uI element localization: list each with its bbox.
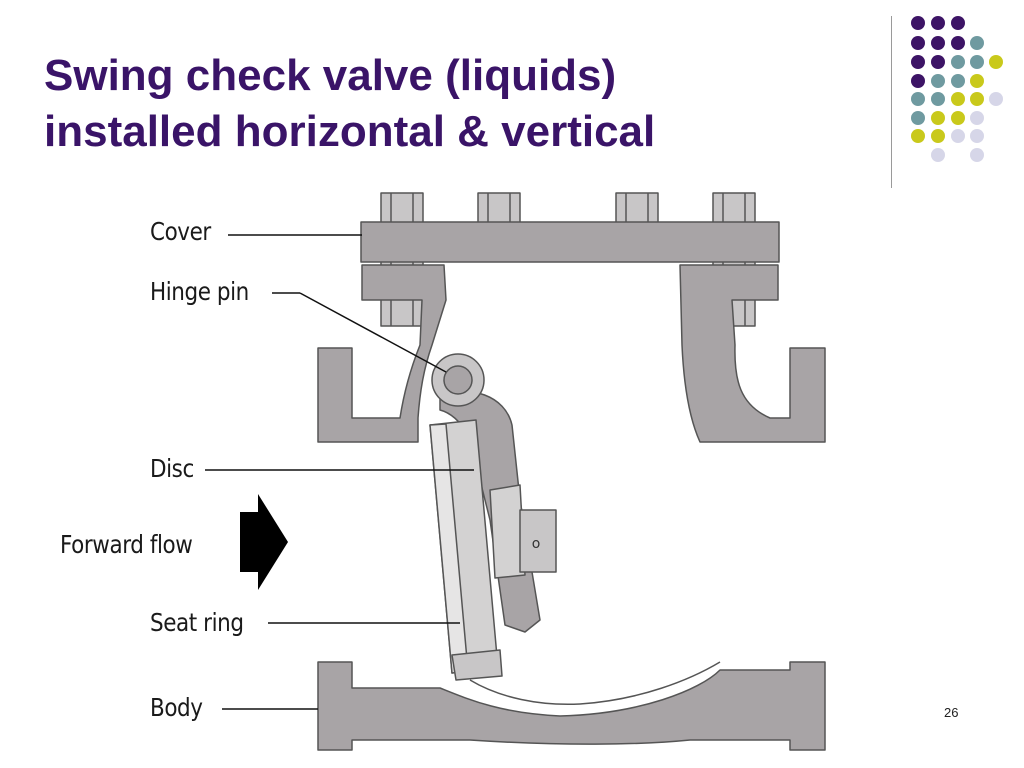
slide-title: Swing check valve (liquids) installed ho… xyxy=(44,48,655,160)
label-forward-flow: Forward flow xyxy=(60,530,193,559)
seat-ring xyxy=(451,649,503,681)
hinge-pin xyxy=(431,353,485,407)
decorative-divider xyxy=(891,16,892,188)
dots-teal xyxy=(911,36,984,125)
page-number: 26 xyxy=(944,705,959,720)
label-cover: Cover xyxy=(150,217,211,246)
valve-cover xyxy=(360,221,780,263)
disc-nut-mark: o xyxy=(532,536,541,552)
label-body: Body xyxy=(150,693,203,722)
cover-bolts xyxy=(380,192,756,224)
dots-purple xyxy=(911,16,965,88)
dots-lavender xyxy=(931,92,1003,162)
valve-body xyxy=(317,264,826,751)
label-disc: Disc xyxy=(150,454,194,483)
decorative-dot-grid xyxy=(911,16,1003,162)
dots-yellow xyxy=(911,55,1003,143)
label-seat-ring: Seat ring xyxy=(150,608,244,637)
disc-nut: o xyxy=(489,484,557,579)
title-line-1: Swing check valve (liquids) xyxy=(44,51,617,100)
title-line-2: installed horizontal & vertical xyxy=(44,107,656,156)
forward-flow-arrow xyxy=(240,494,288,590)
label-hinge-pin: Hinge pin xyxy=(150,277,249,306)
